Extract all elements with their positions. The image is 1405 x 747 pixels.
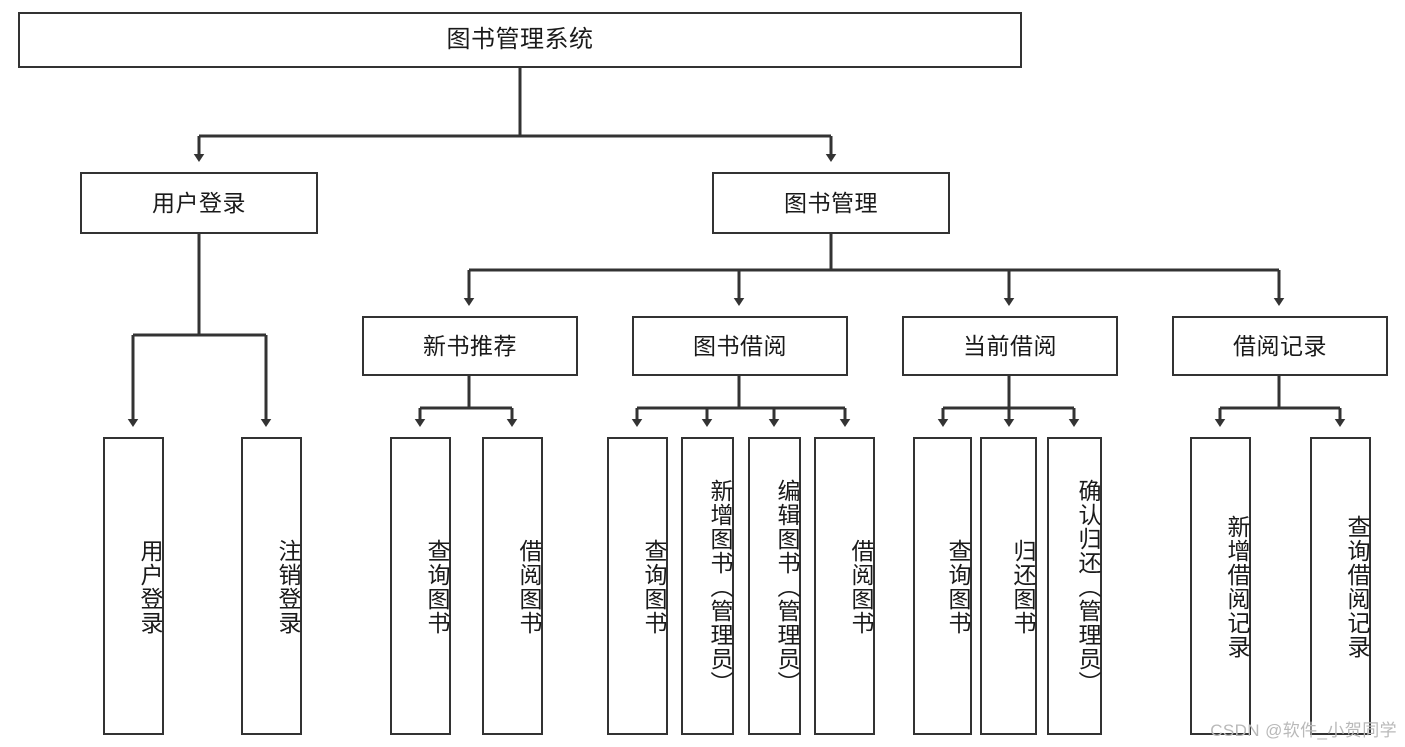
node-user-login[interactable]: 用户登录: [80, 172, 318, 234]
node-leaf-logout-login[interactable]: 注销登录: [241, 437, 302, 735]
node-book-manage[interactable]: 图书管理: [712, 172, 950, 234]
node-leaf-borrow-book-2[interactable]: 借阅图书: [814, 437, 875, 735]
node-leaf-return-book[interactable]: 归还图书: [980, 437, 1037, 735]
node-leaf-confirm-return[interactable]: 确认归还（管理员）: [1047, 437, 1102, 735]
node-leaf-user-login[interactable]: 用户登录: [103, 437, 164, 735]
node-borrow-record[interactable]: 借阅记录: [1172, 316, 1388, 376]
node-user-login-label: 用户登录: [152, 189, 246, 216]
node-leaf-add-record-label: 新增借阅记录: [1224, 515, 1250, 659]
node-book-manage-label: 图书管理: [784, 189, 878, 216]
node-leaf-query-book-3[interactable]: 查询图书: [913, 437, 972, 735]
node-leaf-borrow-book-1-label: 借阅图书: [516, 539, 542, 635]
node-leaf-edit-book[interactable]: 编辑图书（管理员）: [748, 437, 801, 735]
node-current-borrow-label: 当前借阅: [963, 332, 1057, 359]
watermark-text: CSDN @软件_小贺同学: [1210, 721, 1397, 740]
node-book-borrow-label: 图书借阅: [693, 332, 787, 359]
node-borrow-record-label: 借阅记录: [1233, 332, 1327, 359]
node-root[interactable]: 图书管理系统: [18, 12, 1022, 68]
node-leaf-borrow-book-1[interactable]: 借阅图书: [482, 437, 543, 735]
node-leaf-query-book-2[interactable]: 查询图书: [607, 437, 668, 735]
node-leaf-query-book-2-label: 查询图书: [641, 539, 667, 635]
node-new-book-recommend[interactable]: 新书推荐: [362, 316, 578, 376]
node-leaf-add-book-label: 新增图书（管理员）: [707, 479, 733, 695]
node-leaf-user-login-label: 用户登录: [137, 539, 163, 635]
node-leaf-logout-login-label: 注销登录: [275, 539, 301, 635]
node-book-borrow[interactable]: 图书借阅: [632, 316, 848, 376]
node-root-label: 图书管理系统: [446, 26, 594, 54]
node-leaf-query-book-1-label: 查询图书: [424, 539, 450, 635]
node-leaf-borrow-book-2-label: 借阅图书: [848, 539, 874, 635]
node-leaf-query-book-1[interactable]: 查询图书: [390, 437, 451, 735]
node-leaf-add-record[interactable]: 新增借阅记录: [1190, 437, 1251, 735]
node-leaf-query-record[interactable]: 查询借阅记录: [1310, 437, 1371, 735]
node-leaf-return-book-label: 归还图书: [1010, 539, 1036, 635]
node-new-book-recommend-label: 新书推荐: [423, 332, 517, 359]
node-leaf-query-book-3-label: 查询图书: [945, 539, 971, 635]
node-leaf-query-record-label: 查询借阅记录: [1344, 515, 1370, 659]
node-leaf-confirm-return-label: 确认归还（管理员）: [1075, 479, 1101, 695]
node-leaf-add-book[interactable]: 新增图书（管理员）: [681, 437, 734, 735]
node-leaf-edit-book-label: 编辑图书（管理员）: [774, 479, 800, 695]
node-current-borrow[interactable]: 当前借阅: [902, 316, 1118, 376]
